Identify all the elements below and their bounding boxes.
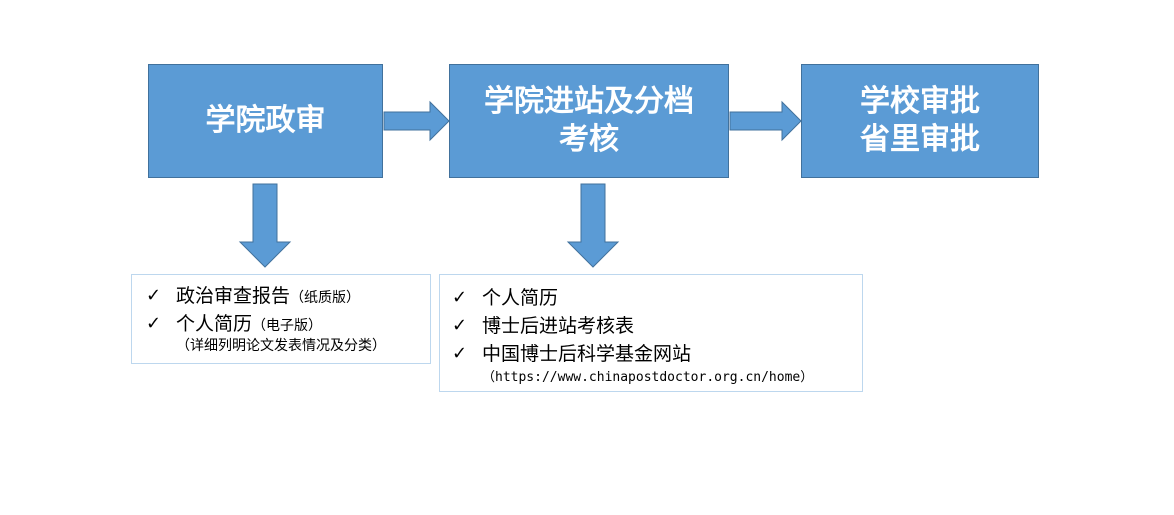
step-label: 学院政审	[205, 103, 326, 138]
arrow-right-icon	[729, 100, 802, 142]
step-label: 学校审批 省里审批	[860, 84, 980, 157]
check-icon: ✓	[452, 315, 468, 336]
item-label: 个人简历	[482, 287, 559, 309]
website-url: （https://www.chinapostdoctor.org.cn/home…	[482, 370, 814, 385]
check-icon: ✓	[452, 343, 468, 364]
item-label: 博士后进站考核表	[482, 315, 635, 337]
materials-list-political-review: ✓ 政治审查报告（纸质版） ✓ 个人简历（电子版） （详细列明论文发表情况及分类…	[131, 274, 431, 364]
item-detail: （详细列明论文发表情况及分类）	[176, 338, 386, 354]
arrow-down-icon	[566, 183, 620, 268]
arrow-right-icon	[383, 100, 450, 142]
check-icon: ✓	[452, 287, 468, 308]
item-note: （纸质版）	[290, 290, 361, 306]
materials-list-entry-assessment: ✓ 个人简历 ✓ 博士后进站考核表 ✓ 中国博士后科学基金网站 （https:/…	[439, 274, 863, 392]
item-label: 政治审查报告	[176, 285, 291, 307]
item-label: 中国博士后科学基金网站	[482, 343, 692, 365]
item-label: 个人简历	[176, 313, 253, 335]
check-icon: ✓	[146, 285, 162, 306]
step-box-college-entry-assessment: 学院进站及分档 考核	[449, 64, 729, 178]
arrow-down-icon	[238, 183, 292, 268]
step-box-school-province-approval: 学校审批 省里审批	[801, 64, 1039, 178]
step-box-political-review: 学院政审	[148, 64, 383, 178]
check-icon: ✓	[146, 313, 162, 334]
step-label: 学院进站及分档 考核	[484, 84, 694, 157]
item-note: （电子版）	[252, 318, 323, 334]
